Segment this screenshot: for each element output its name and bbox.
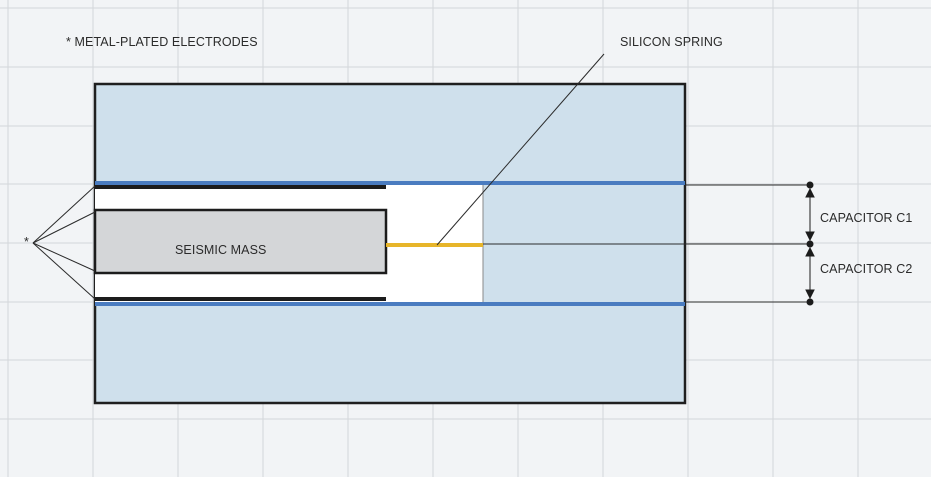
electrodes-note: * METAL-PLATED ELECTRODES	[66, 35, 258, 49]
c1-top-node	[806, 181, 814, 189]
capacitor-lines	[483, 184, 810, 303]
top-electrode-layer	[95, 181, 685, 185]
seismic-mass	[93, 208, 388, 275]
spring-label: SILICON SPRING	[620, 35, 723, 49]
center-node	[806, 240, 814, 248]
silicon-spring	[386, 243, 483, 247]
top-metal-electrode	[95, 185, 386, 189]
capacitor-c1-label: CAPACITOR C1	[820, 211, 913, 225]
c2-bottom-node	[806, 298, 814, 306]
electrode-leader-lines	[32, 185, 96, 300]
mass-label: SEISMIC MASS	[175, 243, 267, 257]
capacitor-c2-label: CAPACITOR C2	[820, 262, 913, 276]
bottom-electrode-layer	[95, 302, 685, 306]
capacitor-c2-arrow	[805, 246, 815, 300]
capacitor-c1-arrow	[805, 187, 815, 242]
asterisk-marker: *	[24, 235, 29, 249]
bottom-metal-electrode	[95, 297, 386, 301]
spring-leader-line	[436, 53, 605, 246]
